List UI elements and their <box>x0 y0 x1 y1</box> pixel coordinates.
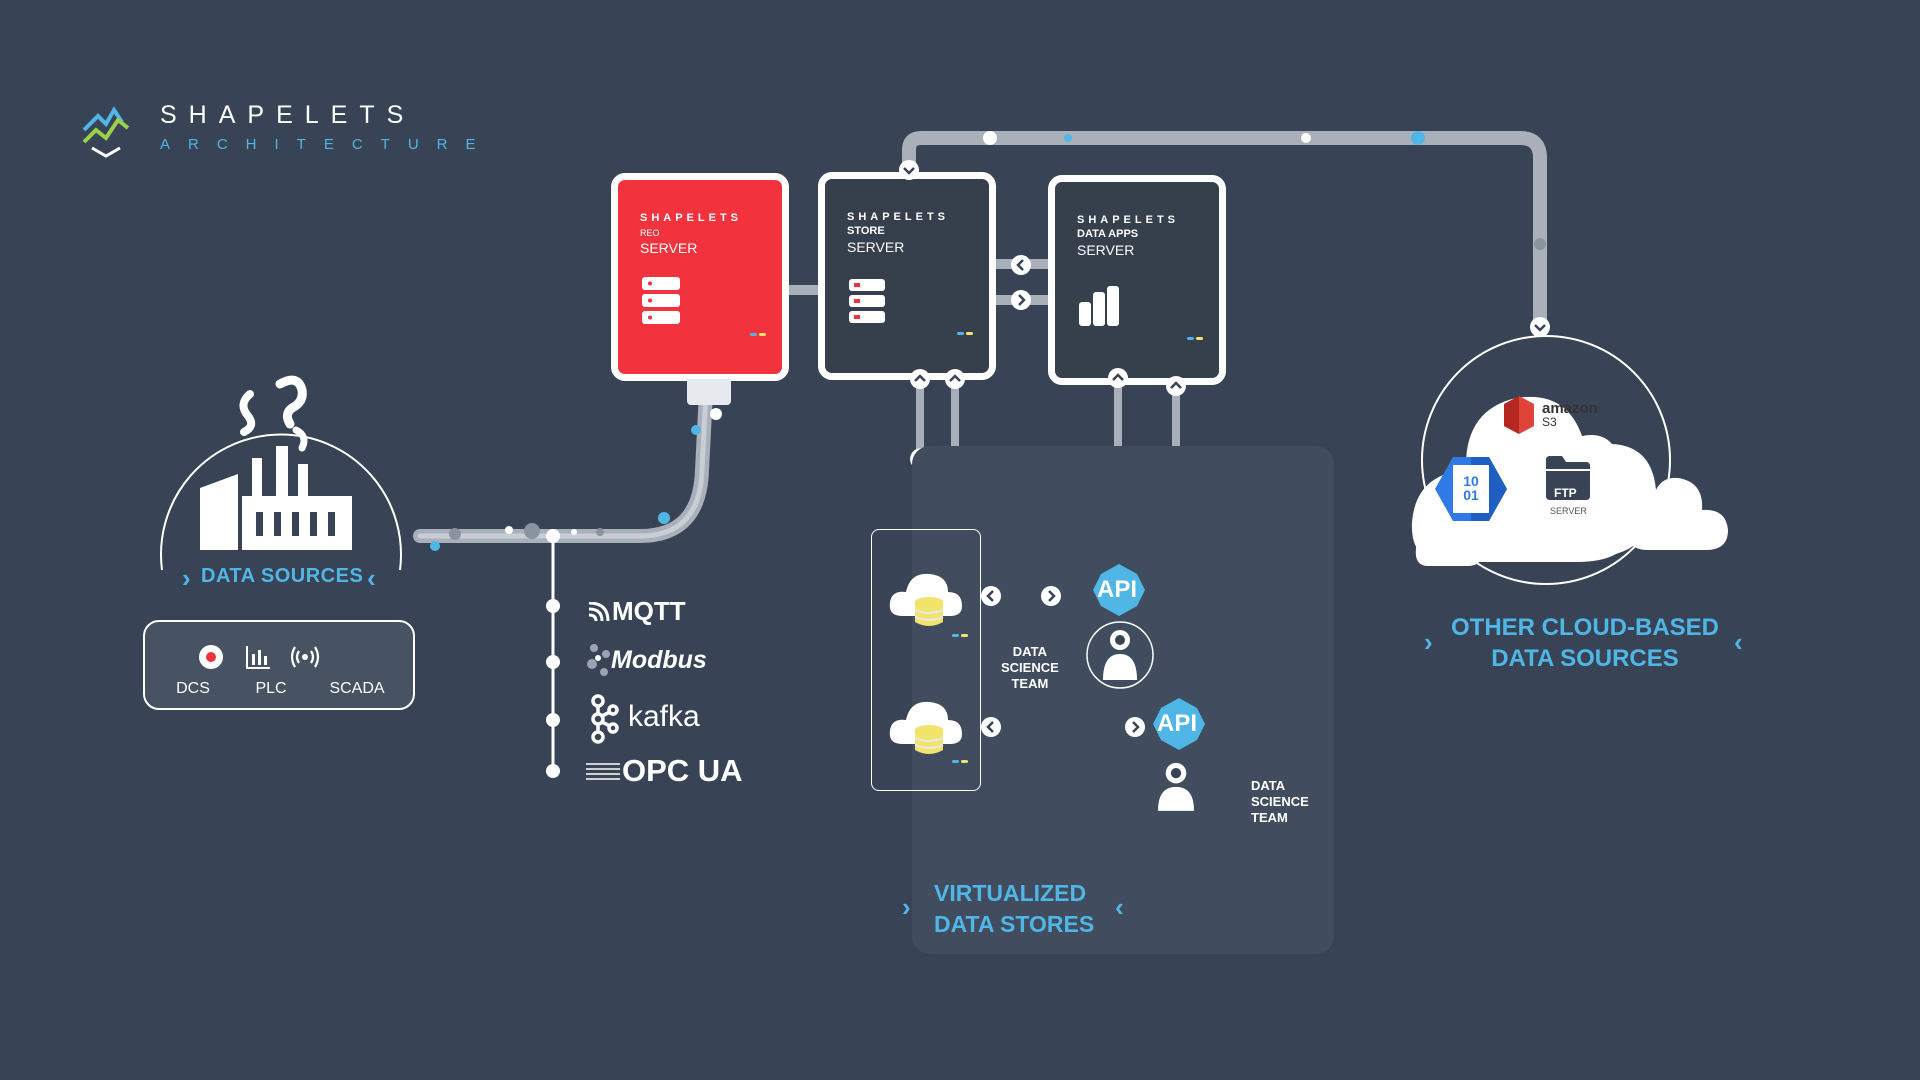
api-label-1: API <box>1097 576 1138 603</box>
chevron-left-icon: ‹ <box>367 563 376 593</box>
chevron-right-icon: › <box>902 892 911 922</box>
virtualized-line1: VIRTUALIZED <box>934 880 1087 906</box>
team-top-line1: DATA <box>1012 644 1047 659</box>
shapelets-logo-icon <box>82 106 130 158</box>
api-gear-icon <box>1153 698 1205 750</box>
protocol-modbus: Modbus <box>611 646 707 674</box>
data-sources-label: DATA SOURCES <box>201 565 364 587</box>
team-top-line2: SCIENCE <box>1001 660 1059 675</box>
status-dots <box>1187 337 1203 340</box>
ftp-sub-label: SERVER <box>1550 506 1587 516</box>
modbus-icon <box>587 644 610 676</box>
cloud-circle <box>1421 335 1671 585</box>
ftp-label: FTP <box>1554 486 1577 500</box>
server-stack-icon <box>642 277 680 324</box>
s3-label: S3 <box>1542 415 1557 429</box>
status-dots <box>750 333 766 336</box>
chevron-right-icon: › <box>182 563 191 593</box>
data-apps-server-card: SHAPELETS DATA APPS SERVER <box>1048 175 1226 385</box>
virtualized-store-box <box>871 529 981 791</box>
api-label-2: API <box>1157 710 1198 737</box>
data-apps-server-brand: SHAPELETS <box>1077 214 1180 226</box>
amazon-s3-icon <box>1504 396 1534 434</box>
ftp-folder-icon <box>1546 456 1590 500</box>
protocol-opcua: OPC UA <box>622 753 743 788</box>
team-bottom-line3: TEAM <box>1251 810 1288 825</box>
status-dots <box>952 760 968 763</box>
chevron-left-icon <box>1011 255 1031 275</box>
team-top-label: DATA SCIENCE TEAM <box>1001 644 1059 692</box>
pipe-sources-to-reo-core <box>417 389 709 539</box>
reo-server-card: SHAPELETS REO SERVER <box>611 173 789 381</box>
data-apps-server-subtitle: SERVER <box>1077 242 1135 258</box>
team-bottom-label: DATA SCIENCE TEAM <box>1251 778 1309 826</box>
server-stack-icon <box>849 279 885 323</box>
chevron-right-icon: › <box>1424 627 1433 657</box>
reo-server-subtitle: SERVER <box>640 240 698 256</box>
protocol-kafka: kafka <box>628 700 700 733</box>
cloud-label-line2: DATA SOURCES <box>1491 645 1679 672</box>
store-server-brand: SHAPELETS <box>847 211 950 223</box>
store-server-subtitle: SERVER <box>847 239 905 255</box>
virtualized-line2: DATA STORES <box>934 911 1095 937</box>
opcua-icon <box>586 763 620 780</box>
factory-icon <box>200 375 352 550</box>
chevron-up-icon <box>910 369 930 389</box>
virtualized-label: VIRTUALIZED DATA STORES <box>934 878 1094 940</box>
protocol-mqtt: MQTT <box>612 596 686 626</box>
reo-server-brand: SHAPELETS <box>640 212 743 224</box>
cloud-database-icon <box>889 573 962 626</box>
virtualized-panel <box>912 446 1334 954</box>
chevron-left-icon <box>981 586 1001 606</box>
chevron-right-icon <box>1125 717 1145 737</box>
team-bottom-line2: SCIENCE <box>1251 794 1309 809</box>
chevron-up-icon <box>1166 376 1186 396</box>
chevron-left-icon: ‹ <box>1115 892 1124 922</box>
chevron-right-icon <box>1011 290 1031 310</box>
brand-name: SHAPELETS <box>160 101 416 129</box>
bar-chart-icon <box>246 646 270 669</box>
status-dots <box>952 634 968 637</box>
cloud-database-icon <box>889 701 962 754</box>
astronaut-icon <box>1158 762 1194 811</box>
data-sources-circle <box>160 433 402 571</box>
pipe-store-to-cloud <box>902 131 1547 333</box>
cloud-sources-label: OTHER CLOUD-BASED DATA SOURCES <box>1440 612 1730 674</box>
team-top-line3: TEAM <box>1011 676 1049 691</box>
reo-server-title: REO <box>640 228 660 238</box>
status-dots <box>957 332 973 335</box>
ds-item-plc: PLC <box>255 680 287 697</box>
chevron-left-icon: ‹ <box>1734 627 1743 657</box>
reo-server-base <box>687 379 731 405</box>
gcs-label: 10 01 <box>1463 473 1479 503</box>
chevron-down-icon <box>899 160 919 180</box>
cloud-label-line1: OTHER CLOUD-BASED <box>1451 614 1719 641</box>
store-server-title: STORE <box>847 225 885 237</box>
chevron-left-icon <box>981 717 1001 737</box>
broadcast-icon <box>290 646 320 668</box>
data-sources-panel: DCS PLC SCADA <box>143 620 415 710</box>
chevron-right-icon <box>1041 586 1061 606</box>
team-bottom-line1: DATA <box>1251 778 1286 793</box>
ds-item-dcs: DCS <box>176 680 210 697</box>
ds-item-scada: SCADA <box>329 680 385 697</box>
bar-chart-icon <box>1079 286 1119 326</box>
mqtt-icon <box>588 602 610 622</box>
astronaut-icon <box>1086 621 1154 689</box>
amazon-label: amazon <box>1542 400 1598 417</box>
data-apps-server-title: DATA APPS <box>1077 228 1139 240</box>
api-gear-icon <box>1093 564 1145 616</box>
chevron-up-icon <box>1108 368 1128 388</box>
gcs-icon <box>1435 457 1507 521</box>
kafka-icon <box>591 694 619 744</box>
chevron-up-icon <box>945 369 965 389</box>
record-icon <box>199 645 223 669</box>
brand-subtitle: ARCHITECTURE <box>160 136 494 153</box>
store-server-card: SHAPELETS STORE SERVER <box>818 172 996 380</box>
chevron-down-icon <box>1530 317 1550 337</box>
